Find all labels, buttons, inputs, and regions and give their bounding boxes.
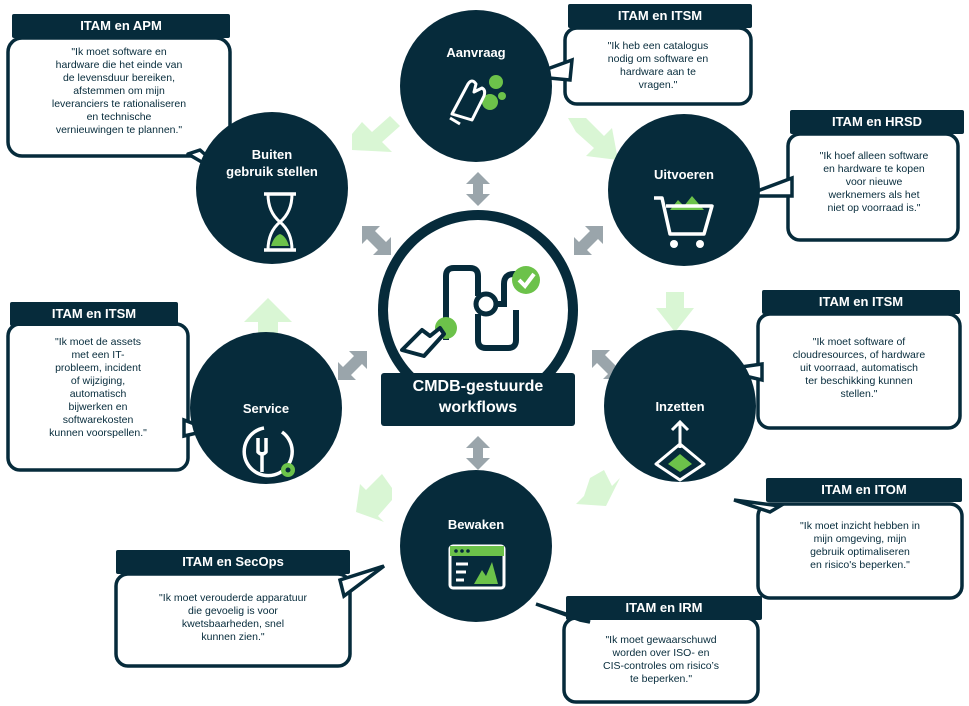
quote-line: afstemmen om mijn [73, 85, 165, 97]
link-arrow-upper-left [362, 226, 391, 255]
center-label-line1: CMDB-gestuurde [412, 378, 544, 395]
bubble-apm [6, 36, 232, 158]
callout-quote-hrsd: "Ik hoef alleen software en hardware te … [794, 150, 954, 215]
quote-line: met een IT- [71, 349, 125, 361]
stage-label-buiten: Buiten gebruik stellen [196, 146, 348, 180]
quote-line: te beperken." [629, 673, 693, 685]
stage-label-uitvoeren: Uitvoeren [654, 167, 714, 182]
quote-line: vragen." [638, 79, 678, 91]
quote-line: ter beschikking kunnen [805, 375, 913, 387]
callout-quote-itsm-right: "Ik moet software of cloudresources, of … [764, 336, 954, 401]
link-arrow-top [466, 172, 490, 206]
callout-tag-itsm-left: ITAM en ITSM [10, 302, 178, 326]
quote-line: kunnen voorspellen." [49, 427, 147, 439]
stage-label-bewaken: Bewaken [447, 517, 505, 532]
link-arrow-upper-right [574, 226, 603, 255]
callout-quote-apm: "Ik moet software en hardware die het ei… [14, 46, 224, 137]
quote-line: uit voorraad, automatisch [800, 362, 918, 374]
bubble-secops-tail [337, 564, 386, 599]
quote-line: leveranciers te rationaliseren [51, 98, 187, 110]
callout-quote-itsm-left: "Ik moet de assets met een IT- probleem,… [12, 336, 184, 440]
cycle-arrow-1 [352, 116, 400, 152]
hand-tap-icon [449, 75, 506, 126]
quote-line: werknemers als het [828, 189, 920, 201]
cycle-arrow-2 [568, 118, 618, 160]
stage-label-buiten-line2: gebruik stellen [226, 164, 318, 179]
quote-line: vernieuwingen te plannen." [55, 124, 183, 136]
quote-line: en hardware te kopen [823, 163, 925, 175]
quote-line: hardware aan te [620, 66, 696, 78]
callout-tag-secops: ITAM en SecOps [116, 550, 350, 574]
quote-line: nodig om software en [607, 53, 709, 65]
cycle-arrow-6 [244, 298, 292, 338]
bubble-secops [114, 572, 352, 668]
callout-tag-apm: ITAM en APM [12, 14, 230, 38]
quote-line: hardware die het einde van [55, 59, 183, 71]
stage-label-service: Service [242, 401, 290, 416]
quote-line: de levensduur bereiken, [62, 72, 176, 84]
quote-line: stellen." [840, 388, 878, 400]
quote-line: "Ik moet software of [812, 336, 906, 348]
cycle-arrow-4 [576, 470, 620, 506]
callout-quote-itom: "Ik moet inzicht hebben in mijn omgeving… [764, 520, 956, 572]
callout-bubbles [6, 26, 964, 704]
callout-tag-itom: ITAM en ITOM [766, 478, 962, 502]
quote-line: worden over ISO- en [612, 647, 710, 659]
quote-line: "Ik moet de assets [54, 336, 141, 348]
quote-line: gebruik optimaliseren [810, 546, 910, 558]
link-arrow-lower-left [338, 351, 367, 380]
monitor-dashboard-icon [448, 544, 506, 590]
cycle-arrow-3 [656, 292, 694, 332]
quote-line: "Ik moet verouderde apparatuur [159, 592, 307, 604]
service-wrench-icon [242, 426, 295, 478]
center-label-line2: workflows [438, 399, 518, 416]
quote-line: die gevoelig is voor [188, 605, 278, 617]
shopping-cart-icon [654, 196, 714, 248]
stage-circle-uitvoeren [608, 114, 760, 266]
cycle-arrow-5 [356, 474, 392, 522]
stage-label-aanvraag: Aanvraag [446, 45, 506, 60]
cycle-arrows [244, 116, 694, 522]
stage-label-buiten-line1: Buiten [251, 147, 293, 162]
quote-line: "Ik heb een catalogus [607, 40, 709, 52]
quote-line: "Ik moet inzicht hebben in [800, 520, 920, 532]
quote-line: cloudresources, of hardware [792, 349, 926, 361]
stage-circle-service [190, 332, 342, 484]
quote-line: mijn omgeving, mijn [813, 533, 907, 545]
bubble-itom [756, 502, 964, 600]
quote-line: probleem, incident [55, 362, 141, 374]
stage-circle-buiten [196, 112, 348, 264]
quote-line: "Ik hoef alleen software [819, 150, 929, 162]
quote-line: softwarekosten [62, 414, 134, 426]
callout-tag-itsm-top: ITAM en ITSM [568, 4, 752, 28]
quote-line: bijwerken en [68, 401, 128, 413]
quote-line: kwetsbaarheden, snel [181, 618, 285, 630]
quote-line: CIS-controles om risico’s [603, 660, 719, 672]
quote-line: voor nieuwe [845, 176, 903, 188]
quote-line: kunnen zien." [201, 631, 265, 643]
quote-line: niet op voorraad is." [827, 202, 921, 214]
quote-line: automatisch [69, 388, 127, 400]
quote-line: "Ik moet gewaarschuwd [605, 634, 717, 646]
quote-line: of wijziging, [70, 375, 126, 387]
callout-tag-irm: ITAM en IRM [566, 596, 762, 620]
deploy-icon [654, 420, 706, 482]
center-label: CMDB-gestuurde workflows [381, 373, 575, 426]
hourglass-icon [264, 192, 296, 252]
stage-label-inzetten: Inzetten [655, 399, 705, 414]
bubble-itom-tail [733, 498, 786, 514]
callout-tag-itsm-right: ITAM en ITSM [762, 290, 960, 314]
callout-quote-irm: "Ik moet gewaarschuwd worden over ISO- e… [570, 634, 752, 686]
callout-tag-hrsd: ITAM en HRSD [790, 110, 964, 134]
workflow-icon [400, 265, 540, 358]
callout-quote-secops: "Ik moet verouderde apparatuur die gevoe… [122, 592, 344, 644]
quote-line: en risico's beperken." [810, 559, 910, 571]
callout-quote-itsm-top: "Ik heb een catalogus nodig om software … [570, 40, 746, 92]
quote-line: "Ik moet software en [71, 46, 167, 58]
link-arrow-bottom [466, 436, 490, 470]
quote-line: en technische [86, 111, 152, 123]
